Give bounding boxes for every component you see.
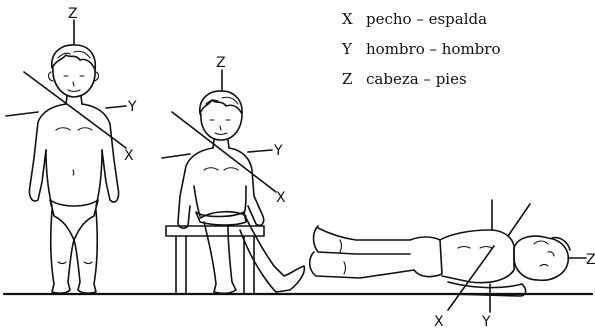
axis-legend: X pecho – espalda Y hombro – hombro Z ca…: [342, 4, 500, 94]
standing-z-label: Z: [68, 6, 78, 22]
sitting-z-label: Z: [216, 55, 226, 71]
legend-text-x: pecho – espalda: [366, 4, 487, 34]
legend-row-z: Z cabeza – pies: [342, 64, 500, 94]
lying-x-label: X: [434, 314, 444, 328]
sitting-x-label: X: [276, 190, 286, 206]
lying-z-label: Z: [586, 252, 595, 268]
sitting-y-label: Y: [273, 143, 283, 159]
legend-key-x: X: [342, 4, 366, 34]
legend-row-x: X pecho – espalda: [342, 4, 500, 34]
legend-key-y: Y: [342, 34, 366, 64]
standing-figure: Z Y X: [6, 6, 137, 293]
legend-text-y: hombro – hombro: [366, 34, 500, 64]
lying-figure: Z X Y: [310, 200, 595, 328]
legend-row-y: Y hombro – hombro: [342, 34, 500, 64]
legend-key-z: Z: [342, 64, 366, 94]
standing-x-label: X: [124, 148, 134, 164]
standing-y-label: Y: [127, 99, 137, 115]
sitting-figure: Z Y X: [162, 55, 304, 294]
lying-y-label: Y: [481, 314, 491, 328]
legend-text-z: cabeza – pies: [366, 64, 467, 94]
